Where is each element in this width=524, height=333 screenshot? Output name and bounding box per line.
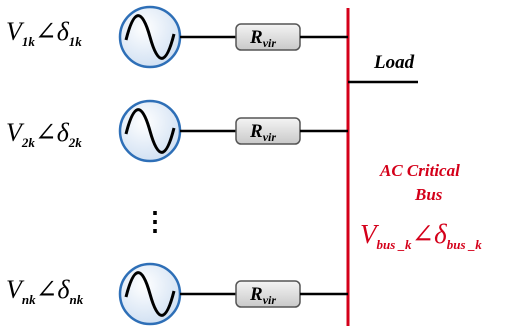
resistor-icon: Rvir: [235, 117, 301, 145]
source-n-voltage-label: Vnk∠δnk: [6, 275, 84, 307]
resistor-n-label: Rvir: [249, 284, 276, 307]
bus-title-line-1: AC Critical: [379, 161, 460, 180]
source-1-voltage-label: V1k∠δ1k: [6, 17, 82, 49]
resistor-1-label: Rvir: [249, 27, 276, 50]
source-2-voltage-label: V2k∠δ2k: [6, 118, 82, 150]
ellipsis-icon: ⋮: [142, 206, 168, 236]
source-row-1: V1k∠δ1k Rvir: [6, 5, 348, 69]
resistor-icon: Rvir: [235, 23, 301, 51]
ac-source-icon: [118, 5, 182, 69]
source-row-2: V2k∠δ2k Rvir: [6, 99, 348, 163]
resistor-2-label: Rvir: [249, 121, 276, 144]
resistor-icon: Rvir: [235, 280, 301, 308]
source-row-n: Vnk∠δnk Rvir: [6, 262, 348, 326]
bus-title-line-2: Bus: [414, 185, 443, 204]
load-label: Load: [373, 52, 415, 73]
ac-source-icon: [118, 262, 182, 326]
bus-voltage-label: Vbus _k∠δbus _k: [360, 219, 482, 252]
ac-source-icon: [118, 99, 182, 163]
